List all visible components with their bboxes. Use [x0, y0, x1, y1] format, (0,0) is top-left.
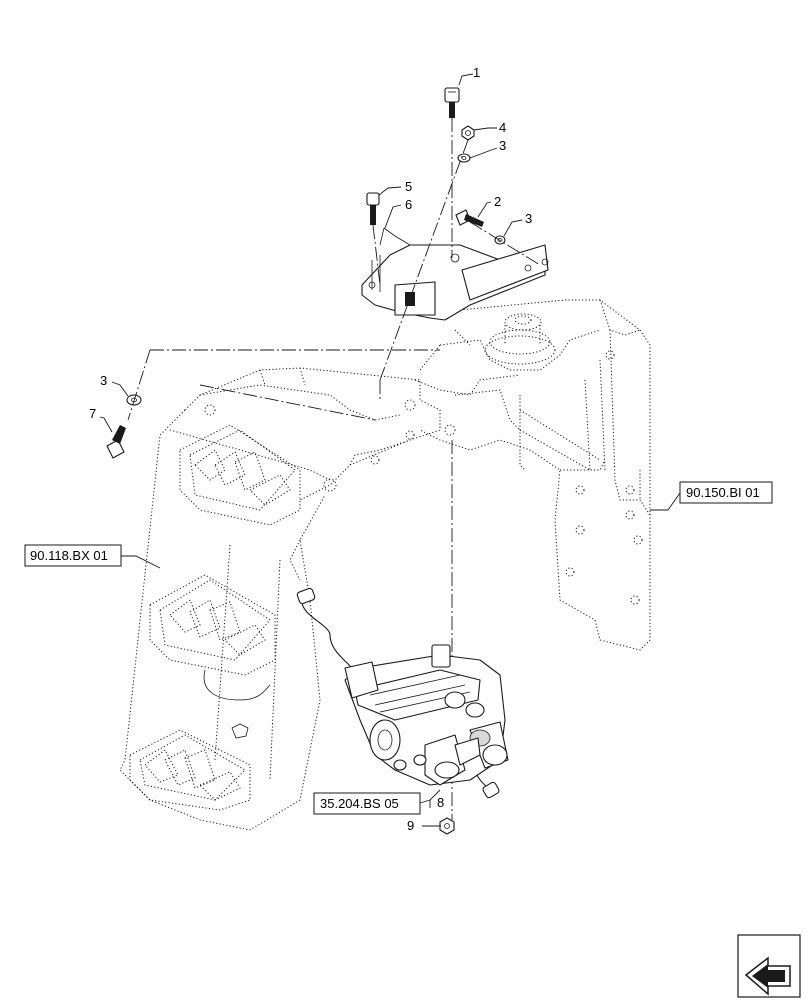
bolt-2: [455, 209, 484, 227]
svg-text:35.204.BS 05: 35.204.BS 05: [320, 796, 399, 811]
callout-2: 2: [477, 194, 501, 218]
svg-text:2: 2: [494, 194, 501, 209]
callout-8: 8: [429, 789, 444, 810]
ref-box-valve[interactable]: 35.204.BS 05: [313, 792, 431, 815]
svg-text:3: 3: [100, 373, 107, 388]
washer-3-top: [457, 153, 471, 163]
mounting-bracket: [361, 227, 549, 321]
svg-text:3: 3: [525, 211, 532, 226]
bolt-5: [366, 192, 380, 225]
callout-7: 7: [89, 406, 113, 433]
svg-text:3: 3: [499, 138, 506, 153]
svg-text:5: 5: [405, 179, 412, 194]
svg-text:7: 7: [89, 406, 96, 421]
callout-6: 6: [384, 197, 412, 229]
nut-9: [439, 817, 455, 835]
svg-text:8: 8: [437, 795, 444, 810]
svg-text:90.150.BI 01: 90.150.BI 01: [686, 485, 760, 500]
callout-9: 9: [407, 818, 441, 833]
bolt-1: [444, 87, 460, 118]
nut-4: [461, 125, 475, 141]
access-steps: [119, 409, 331, 831]
svg-text:1: 1: [473, 65, 480, 80]
step-support-arm: [184, 367, 521, 501]
svg-text:6: 6: [405, 197, 412, 212]
ref-box-frame[interactable]: 90.150.BI 01: [650, 481, 773, 511]
callout-5: 5: [378, 179, 412, 196]
callout-3-right: 3: [503, 211, 532, 237]
svg-text:90.118.BX 01: 90.118.BX 01: [30, 548, 108, 563]
callout-3-top: 3: [469, 138, 506, 159]
svg-text:9: 9: [407, 818, 414, 833]
callout-4: 4: [473, 120, 506, 135]
svg-text:4: 4: [499, 120, 506, 135]
ref-box-steps[interactable]: 90.118.BX 01: [24, 544, 161, 569]
callout-3-left: 3: [100, 373, 129, 397]
hydraulic-valve: [296, 587, 509, 799]
cab-frame-pillar: [414, 289, 651, 651]
bolt-7: [106, 425, 126, 459]
callout-1: 1: [458, 65, 480, 86]
next-page-arrow-icon[interactable]: [737, 934, 801, 998]
